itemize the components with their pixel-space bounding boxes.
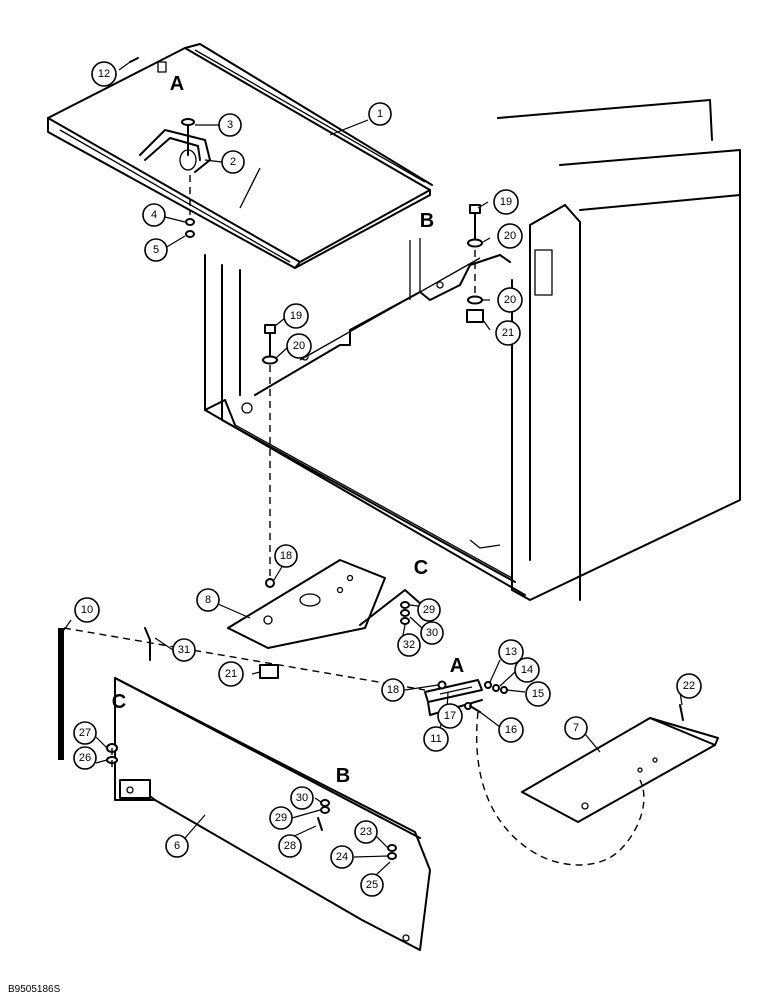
callout-15: 15: [525, 681, 551, 707]
svg-text:19: 19: [290, 310, 302, 322]
svg-text:22: 22: [683, 680, 695, 692]
svg-text:31: 31: [178, 644, 190, 656]
callout-4: 4: [142, 203, 166, 227]
svg-text:4: 4: [151, 209, 157, 221]
svg-text:21: 21: [502, 327, 514, 339]
callout-22: 22: [676, 673, 702, 699]
alignment-lines: [63, 175, 645, 866]
callout-5: 5: [144, 238, 168, 262]
callout-24: 24: [330, 845, 354, 869]
svg-text:19: 19: [500, 196, 512, 208]
svg-text:14: 14: [521, 664, 533, 676]
svg-text:3: 3: [227, 119, 233, 131]
svg-text:27: 27: [79, 727, 91, 739]
reference-letters: A B C A B C: [112, 73, 464, 787]
callout-2: 2: [221, 150, 245, 174]
svg-text:24: 24: [336, 851, 348, 863]
small-cover-plate: [521, 717, 719, 823]
svg-text:17: 17: [444, 710, 456, 722]
ref-letter-a: A: [450, 655, 464, 677]
svg-text:2: 2: [230, 156, 236, 168]
svg-text:20: 20: [504, 294, 516, 306]
callout-32: 32: [397, 633, 421, 657]
callout-3: 3: [218, 113, 242, 137]
callout-21: 21: [495, 320, 521, 346]
callout-17: 17: [437, 703, 463, 729]
callout-23: 23: [354, 820, 378, 844]
svg-text:26: 26: [79, 752, 91, 764]
svg-text:21: 21: [225, 668, 237, 680]
svg-text:8: 8: [205, 594, 211, 606]
callout-25: 25: [360, 873, 384, 897]
ref-letter-b: B: [336, 765, 350, 787]
svg-text:15: 15: [532, 688, 544, 700]
callout-13: 13: [498, 639, 524, 665]
callout-26: 26: [73, 746, 97, 770]
svg-text:25: 25: [366, 879, 378, 891]
leader-lines: [63, 61, 683, 876]
callout-31: 31: [172, 638, 196, 662]
figure-id: B9505186S: [8, 984, 61, 995]
svg-text:29: 29: [423, 604, 435, 616]
svg-text:1: 1: [377, 108, 383, 120]
chassis-frame: [204, 99, 741, 601]
callout-27: 27: [73, 721, 97, 745]
svg-text:30: 30: [296, 792, 308, 804]
svg-text:32: 32: [403, 639, 415, 651]
svg-text:18: 18: [387, 684, 399, 696]
callout-19: 19: [493, 189, 519, 215]
svg-text:18: 18: [280, 550, 292, 562]
callout-10: 10: [74, 597, 100, 623]
ref-letter-b: B: [420, 210, 434, 232]
svg-text:29: 29: [275, 812, 287, 824]
svg-text:7: 7: [573, 722, 579, 734]
callout-30: 30: [420, 621, 444, 645]
callout-6: 6: [165, 834, 189, 858]
callout-7: 7: [564, 716, 588, 740]
svg-text:6: 6: [174, 840, 180, 852]
svg-text:20: 20: [504, 230, 516, 242]
callouts: 1 2 3 4 5 6 7 8 10 11 12 13 14 15 16 17 …: [73, 61, 702, 897]
callout-19: 19: [283, 303, 309, 329]
svg-text:16: 16: [505, 724, 517, 736]
svg-text:20: 20: [293, 340, 305, 352]
callout-29: 29: [417, 598, 441, 622]
callout-20: 20: [497, 223, 523, 249]
callout-1: 1: [368, 102, 392, 126]
svg-text:10: 10: [81, 604, 93, 616]
ref-letter-c: C: [112, 691, 126, 713]
callout-29: 29: [269, 806, 293, 830]
svg-text:12: 12: [98, 68, 110, 80]
edge-strip: [58, 628, 64, 760]
callout-20: 20: [286, 333, 312, 359]
svg-text:23: 23: [360, 826, 372, 838]
callout-16: 16: [498, 717, 524, 743]
callout-8: 8: [196, 588, 220, 612]
callout-20: 20: [497, 287, 523, 313]
svg-text:28: 28: [284, 840, 296, 852]
svg-text:30: 30: [426, 627, 438, 639]
callout-14: 14: [514, 657, 540, 683]
ref-letter-c: C: [414, 557, 428, 579]
callout-18: 18: [381, 678, 405, 702]
mounting-plate: [227, 559, 431, 649]
callout-18: 18: [274, 544, 298, 568]
callout-12: 12: [91, 61, 117, 87]
callout-30: 30: [290, 786, 314, 810]
svg-text:11: 11: [430, 733, 441, 745]
svg-text:13: 13: [505, 646, 517, 658]
callout-11: 11: [423, 726, 449, 752]
ref-letter-a: A: [170, 73, 184, 95]
callout-28: 28: [278, 834, 302, 858]
svg-text:5: 5: [153, 244, 159, 256]
callout-21: 21: [218, 661, 244, 687]
